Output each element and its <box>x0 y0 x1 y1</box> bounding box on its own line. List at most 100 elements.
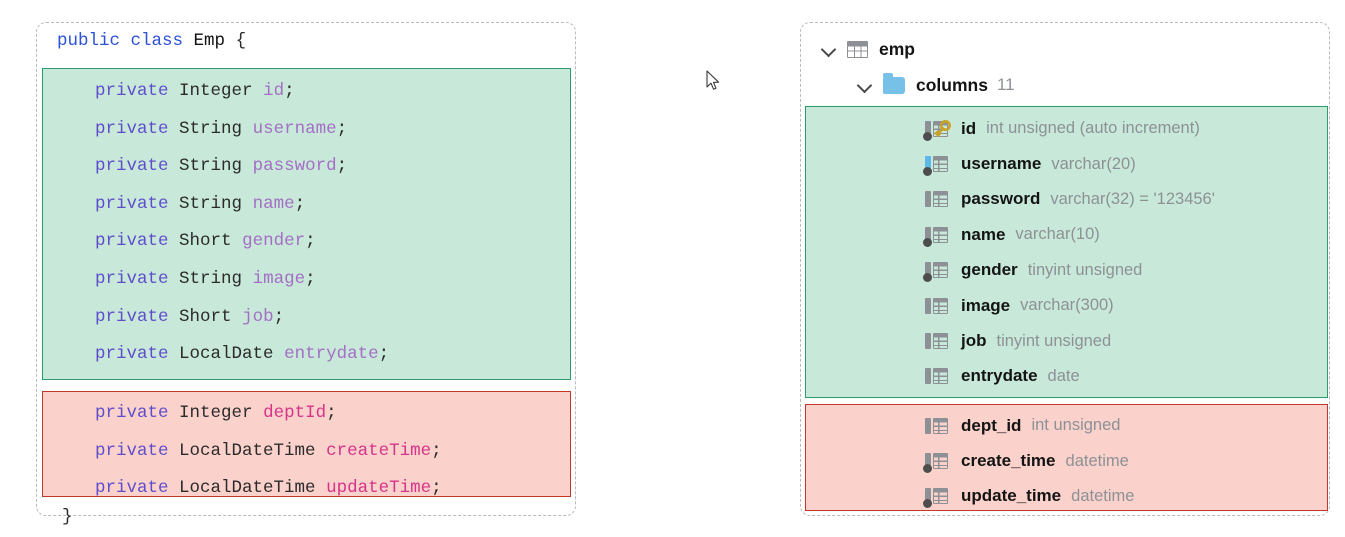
column-type-label: int unsigned (auto increment) <box>986 119 1200 138</box>
column-name-label: username <box>961 154 1042 174</box>
field-semicolon: ; <box>431 478 442 499</box>
java-field-line: private Integer id; <box>43 73 570 111</box>
column-bar-glyph <box>925 297 931 314</box>
java-field-line: private String username; <box>43 111 570 149</box>
database-table-tree-panel: emp columns 11 id int unsigned (auto incr… <box>800 22 1330 516</box>
column-icon <box>922 295 952 317</box>
column-grid-glyph <box>933 191 948 208</box>
not-null-column-icon <box>922 224 952 247</box>
field-name: job <box>242 306 274 327</box>
column-name-label: id <box>961 118 977 138</box>
column-name-label: name <box>961 224 1006 244</box>
java-entity-class-panel: public class Emp { private Integer id;pr… <box>36 22 576 527</box>
column-name-label: image <box>961 295 1011 315</box>
field-semicolon: ; <box>294 193 306 214</box>
not-null-dot-glyph <box>922 499 932 509</box>
column-icon <box>922 415 952 437</box>
field-name: deptId <box>263 403 327 423</box>
columns-folder-label: columns <box>916 74 988 95</box>
java-field-line: private Short job; <box>43 299 570 337</box>
column-grid-glyph <box>933 488 948 505</box>
field-modifier: private <box>95 156 169 177</box>
column-grid-glyph <box>933 156 948 173</box>
tree-node-column[interactable]: id int unsigned (auto increment) <box>806 111 1327 146</box>
chevron-down-icon[interactable] <box>855 75 875 95</box>
field-semicolon: ; <box>326 403 337 423</box>
field-semicolon: ; <box>284 81 295 101</box>
field-modifier: private <box>95 306 169 327</box>
tree-node-column[interactable]: name varchar(10) <box>806 217 1327 252</box>
column-bar-glyph <box>925 226 931 243</box>
field-name: name <box>252 193 295 214</box>
java-red-highlight-block: private Integer deptId;private LocalDate… <box>42 391 571 498</box>
field-type: String <box>179 118 243 139</box>
tree-header-rows: emp columns 11 <box>801 23 1329 103</box>
java-field-line: private String password; <box>43 148 570 186</box>
tree-node-column[interactable]: update_time datetime <box>806 479 1327 514</box>
column-bar-glyph <box>925 488 931 505</box>
tree-node-column[interactable]: image varchar(300) <box>806 288 1327 323</box>
java-field-line: private String name; <box>43 186 570 224</box>
column-name-label: create_time <box>961 451 1056 471</box>
column-grid-glyph <box>933 453 948 470</box>
column-grid-glyph <box>933 297 948 314</box>
field-modifier: private <box>95 81 169 101</box>
tree-node-column[interactable]: create_time datetime <box>806 443 1327 478</box>
java-field-line: private LocalDateTime createTime; <box>43 433 570 471</box>
table-name-label: emp <box>879 38 915 59</box>
field-modifier: private <box>95 268 169 289</box>
not-null-column-icon <box>922 259 952 283</box>
field-modifier: private <box>95 478 169 499</box>
not-null-column-icon <box>922 485 952 509</box>
field-name: updateTime <box>326 478 432 499</box>
field-modifier: private <box>95 193 169 214</box>
field-name: gender <box>242 231 306 252</box>
column-grid-glyph <box>933 262 948 279</box>
column-type-label: varchar(10) <box>1015 225 1100 244</box>
closing-brace-line: } <box>62 507 73 527</box>
field-semicolon: ; <box>305 268 316 289</box>
class-keyword: public class <box>57 31 184 51</box>
column-bar-glyph <box>925 191 931 208</box>
column-type-label: varchar(300) <box>1020 296 1114 315</box>
tree-node-columns[interactable]: columns 11 <box>801 67 1329 103</box>
column-type-label: int unsigned <box>1031 416 1121 435</box>
column-type-label: varchar(32) = '123456' <box>1050 189 1215 208</box>
java-field-line: private Short gender; <box>43 223 570 261</box>
field-name: createTime <box>326 440 432 461</box>
column-type-label: datetime <box>1065 451 1129 470</box>
field-type: LocalDateTime <box>179 440 316 461</box>
class-declaration-line: public class Emp { <box>37 23 575 59</box>
column-bar-glyph <box>925 262 931 279</box>
column-type-label: datetime <box>1071 486 1135 505</box>
tree-node-emp[interactable]: emp <box>801 31 1329 67</box>
field-semicolon: ; <box>378 344 390 365</box>
field-name: entrydate <box>284 344 379 365</box>
open-brace: { <box>235 31 247 51</box>
column-grid-glyph <box>933 368 948 385</box>
field-type: String <box>179 156 243 177</box>
column-name-label: update_time <box>961 486 1062 506</box>
java-field-line: private LocalDate entrydate; <box>43 336 570 374</box>
primary-key-column-icon <box>922 118 952 141</box>
field-semicolon: ; <box>336 156 348 177</box>
class-name: Emp <box>193 31 226 51</box>
column-icon <box>922 188 952 210</box>
not-null-dot-glyph <box>922 273 932 283</box>
field-type: LocalDateTime <box>179 478 316 499</box>
field-name: id <box>263 81 285 101</box>
column-bar-glyph <box>925 156 931 173</box>
java-field-line: private LocalDateTime updateTime; <box>43 470 570 508</box>
chevron-down-icon[interactable] <box>819 39 839 59</box>
column-grid-glyph <box>933 333 948 350</box>
field-type: String <box>179 193 243 214</box>
java-field-line: private Integer deptId; <box>43 395 570 433</box>
field-modifier: private <box>95 231 169 252</box>
